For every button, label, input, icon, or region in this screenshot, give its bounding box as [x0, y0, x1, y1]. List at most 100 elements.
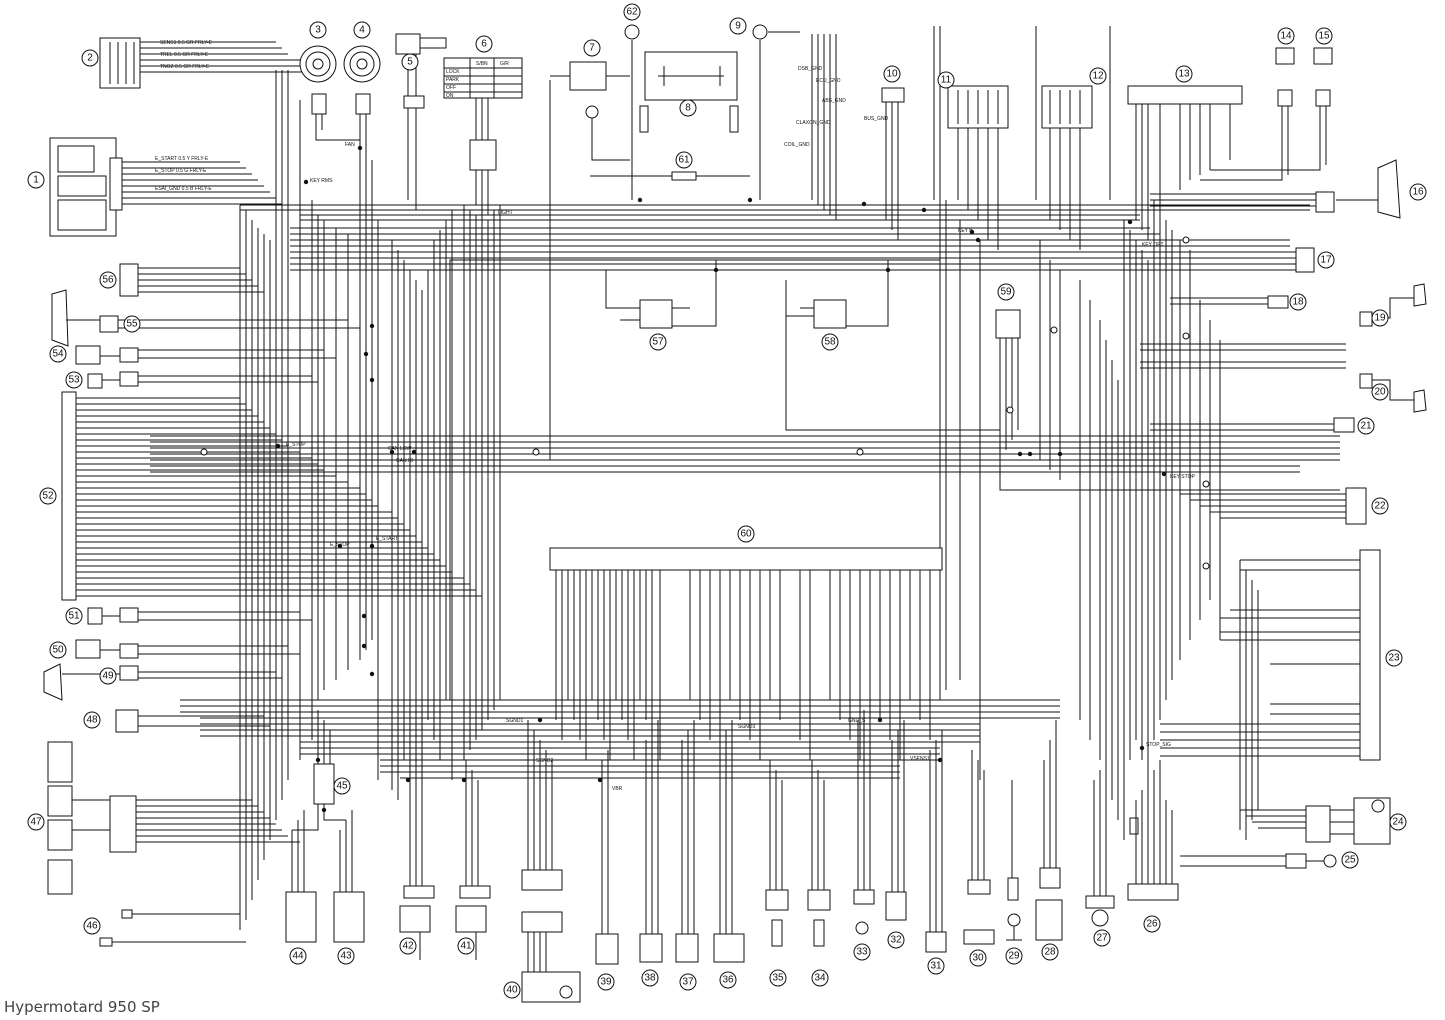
callout-47: 47	[27, 813, 45, 831]
callout-39-label: 39	[600, 977, 612, 988]
component-14-sensor	[1200, 47, 1295, 181]
component-18-sensor	[1170, 295, 1289, 309]
callout-1: 1	[27, 171, 45, 189]
callout-27-label: 27	[1096, 933, 1108, 944]
component-12-connector	[1035, 26, 1111, 250]
callout-40: 40	[503, 981, 521, 999]
callout-4: 4	[353, 21, 371, 39]
net-ecu-gnd: ECU_GND	[816, 78, 841, 84]
callout-10: 10	[883, 65, 901, 83]
callout-23: 23	[1385, 649, 1403, 667]
net-coil-gnd: COIL_GND	[784, 142, 810, 148]
component-20-indicator	[1140, 361, 1427, 413]
callout-40-label: 40	[506, 985, 518, 996]
component-11-connector: KEY B	[933, 26, 1009, 250]
callout-58: 58	[821, 333, 839, 351]
callout-7: 7	[583, 39, 601, 57]
component-61-fuse	[590, 171, 750, 181]
callout-2-label: 2	[87, 53, 93, 64]
net-vbr: VBR	[612, 786, 623, 792]
component-21-sensor	[1150, 417, 1355, 433]
component-3-fan: FAN	[299, 45, 360, 148]
callout-49: 49	[99, 667, 117, 685]
net-sgnd1: SGND1	[506, 718, 523, 724]
svg-text:SENS1 0.5 GR FRLY-E: SENS1 0.5 GR FRLY-E	[160, 40, 213, 46]
callout-59: 59	[997, 283, 1015, 301]
callout-37-label: 37	[682, 977, 694, 988]
callout-37: 37	[679, 973, 697, 991]
component-46-horn	[99, 909, 246, 947]
ignition-row-off: OFF	[446, 85, 456, 91]
callout-57: 57	[649, 333, 667, 351]
callout-26-label: 26	[1146, 919, 1158, 930]
net-claxon-gnd: CLAXON_GND	[796, 120, 831, 126]
component-33-sensor	[853, 700, 875, 935]
component-15-sensor	[1210, 47, 1333, 171]
callout-36-label: 36	[722, 975, 734, 986]
component-6-ignition-switch: S/BN G/R LOCK PARK OFF ON LIGHT	[443, 57, 523, 216]
callout-13-label: 13	[1178, 69, 1190, 80]
component-49-lamp	[43, 663, 282, 701]
component-57-relay	[605, 260, 717, 329]
component-34-sensor	[807, 760, 831, 947]
callout-11-label: 11	[941, 75, 952, 86]
component-28-coil	[1035, 720, 1063, 941]
callout-61: 61	[675, 151, 693, 169]
callout-25-label: 25	[1344, 855, 1356, 866]
callout-43: 43	[337, 947, 355, 965]
net-sgnd3: SGND3	[738, 724, 755, 730]
net-gnd-s: GND_S	[848, 718, 866, 724]
callout-20-label: 20	[1374, 387, 1386, 398]
net-e-start: E_START	[376, 536, 398, 542]
callout-17-label: 17	[1320, 255, 1332, 266]
component-40-throttle-body: SGND1 SGND2	[506, 718, 581, 1003]
callout-3-label: 3	[315, 25, 321, 36]
callout-50-label: 50	[52, 645, 64, 656]
component-23-cluster-connector: STOP_SIG	[1146, 549, 1381, 761]
junction-dots	[275, 145, 1167, 813]
callout-6: 6	[475, 35, 493, 53]
component-1-dashboard: E_START 0.5 Y FRLY-E E_STOP 0.5 G FRLY-E…	[49, 137, 333, 237]
net-light: LIGHT	[498, 210, 513, 216]
callout-57-label: 57	[652, 337, 664, 348]
callout-16-label: 16	[1412, 187, 1424, 198]
callout-30: 30	[969, 949, 987, 967]
callout-55-label: 55	[126, 319, 138, 330]
component-43-solenoid	[333, 810, 365, 943]
callout-36: 36	[719, 971, 737, 989]
callout-22: 22	[1371, 497, 1389, 515]
callout-51: 51	[65, 607, 83, 625]
callout-33: 33	[853, 943, 871, 961]
callout-46-label: 46	[86, 921, 98, 932]
callout-50: 50	[49, 641, 67, 659]
callout-25: 25	[1341, 851, 1359, 869]
component-30-sensor	[963, 750, 995, 945]
callout-21-label: 21	[1360, 421, 1372, 432]
callout-17: 17	[1317, 251, 1335, 269]
callout-31-label: 31	[930, 961, 942, 972]
callout-16: 16	[1409, 183, 1427, 201]
callout-32: 32	[887, 931, 905, 949]
component-13-connector	[1127, 85, 1243, 250]
component-48-sensor	[115, 709, 270, 733]
callout-35: 35	[769, 969, 787, 987]
component-26-connector	[1127, 760, 1179, 901]
component-35-sensor	[765, 760, 789, 947]
component-36-sensor	[713, 720, 745, 963]
net-dsb-gnd: DSB_GND	[798, 66, 823, 72]
component-47-switch-cluster	[47, 741, 300, 895]
callout-61-label: 61	[678, 155, 690, 166]
net-e-stop-left: E_STOP	[286, 442, 306, 448]
callout-9-label: 9	[735, 21, 741, 32]
component-39-sensor: VBR	[595, 750, 623, 965]
component-44-solenoid	[285, 810, 317, 943]
net-key-opt: KEY OPT	[1142, 242, 1164, 248]
svg-text:E_START 0.5 Y FRLY-E: E_START 0.5 Y FRLY-E	[155, 156, 209, 162]
callout-29: 29	[1005, 947, 1023, 965]
component-25-sensor	[1180, 853, 1337, 869]
component-16-diagnostic-connector	[1150, 159, 1401, 219]
callout-15-label: 15	[1318, 31, 1330, 42]
component-31-sensor: VSENS1	[910, 730, 947, 953]
callout-38-label: 38	[644, 973, 656, 984]
component-54-sensor	[75, 345, 336, 365]
